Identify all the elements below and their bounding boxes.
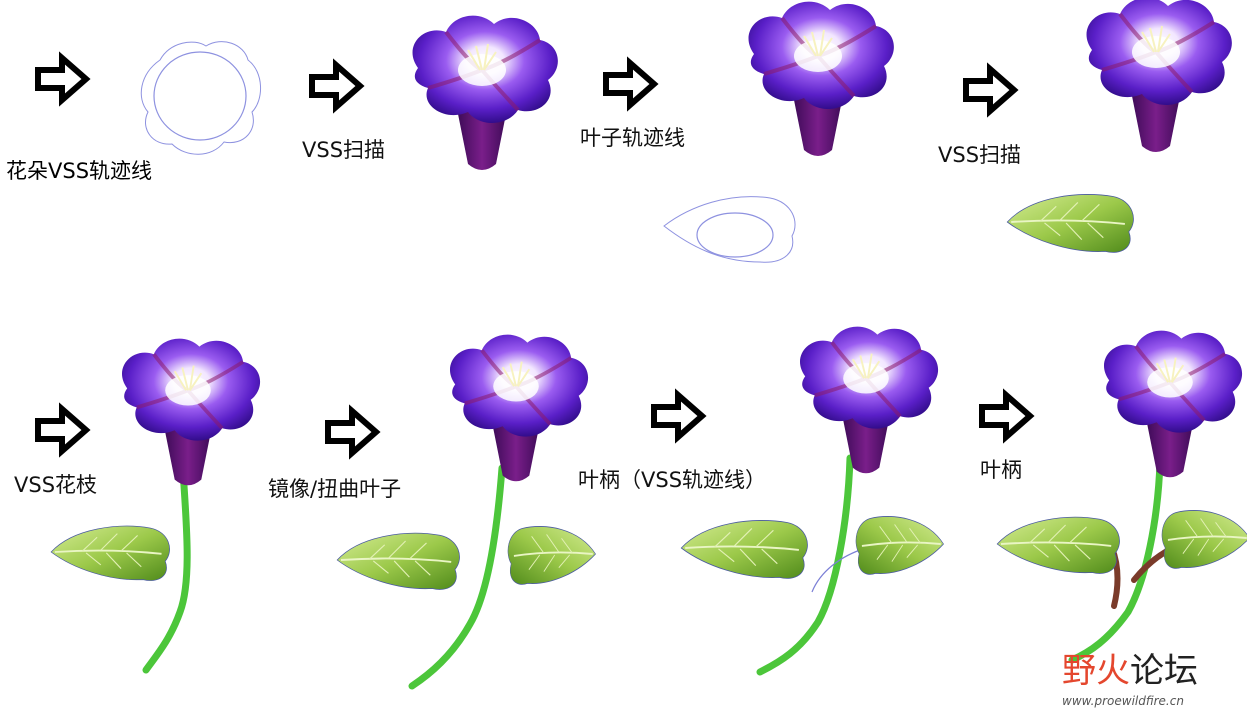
right-arrow-icon (654, 395, 702, 437)
leaf-trajectory-wireframe (663, 196, 796, 263)
leaf-step-petiole-right (1160, 509, 1247, 570)
label-petiole: 叶柄 (980, 458, 1022, 482)
label-vss-stem: VSS花枝 (14, 473, 97, 497)
right-arrow-icon (312, 65, 360, 107)
label-vss-sweep-2: VSS扫描 (938, 143, 1021, 167)
right-arrow-icon (606, 63, 654, 105)
flower-stem-2 (408, 464, 506, 690)
right-arrow-icon (328, 411, 376, 453)
right-arrow-icon (38, 58, 86, 100)
watermark-name-part1: 野火 (1062, 651, 1130, 691)
flower-stem-3 (756, 454, 854, 676)
right-arrow-icon (966, 69, 1014, 111)
label-mirror-twist: 镜像/扭曲叶子 (268, 477, 401, 501)
leaf-step-petiole-path-right (854, 515, 945, 576)
flower-swept-2 (746, 0, 896, 159)
leaf-step-petiole-left (996, 516, 1121, 575)
flower-step-stem (120, 336, 262, 488)
flower-stem-4 (1068, 458, 1164, 664)
watermark-name-part2: 论坛 (1130, 651, 1198, 691)
label-vss-sweep-1: VSS扫描 (302, 138, 385, 162)
flower-trajectory-inner-ring (153, 51, 247, 141)
label-petiole-path: 叶柄（VSS轨迹线） (578, 468, 766, 492)
flower-step-petiole-path (798, 324, 940, 476)
right-arrow-icon (982, 395, 1030, 437)
leaf-step-stem (50, 525, 171, 582)
leaf-step-mirror-right (506, 525, 597, 586)
leaf-trajectory-inner-ring (696, 212, 774, 258)
leaf-step-mirror-left (336, 532, 461, 591)
flower-step-mirror (448, 332, 590, 484)
leaf-swept (1006, 193, 1135, 254)
flower-swept-1 (410, 13, 560, 173)
flower-stem-1 (142, 466, 191, 674)
label-leaf-path: 叶子轨迹线 (580, 126, 685, 150)
right-arrow-icon (38, 409, 86, 451)
flower-trajectory-wireframe (140, 41, 262, 155)
label-flower-path: 花朵VSS轨迹线 (6, 159, 152, 183)
watermark-url: www.proewildfire.cn (1062, 694, 1184, 708)
watermark-logo: 野火论坛 (1062, 654, 1198, 688)
flower-step-petiole (1102, 328, 1244, 480)
flower-swept-3 (1084, 0, 1234, 155)
leaf-step-petiole-path-left (680, 519, 809, 580)
